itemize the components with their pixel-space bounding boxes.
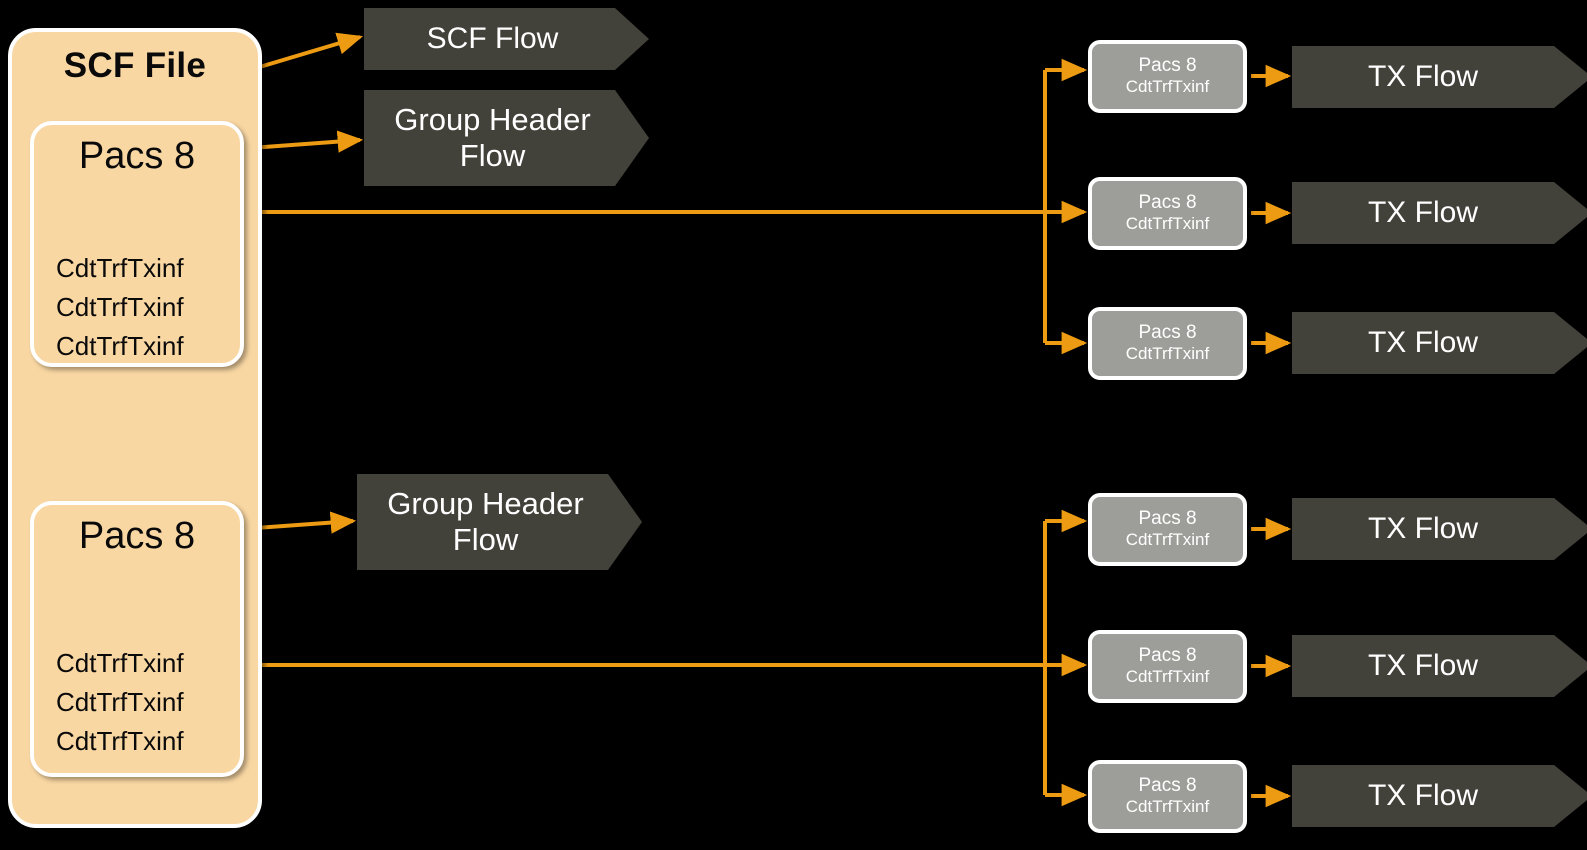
scf-flow-shape[interactable]: SCF Flow xyxy=(364,8,649,70)
pacs-node-g2-n2[interactable]: Pacs 8 CdtTrfTxinf xyxy=(1088,630,1247,703)
pacs-group-2-title: Pacs 8 xyxy=(78,515,196,557)
pacs-group-2[interactable]: Pacs 8 CdtTrfTxinf CdtTrfTxinf CdtTrfTxi… xyxy=(30,501,244,777)
pacs-group-1-transaction-list: CdtTrfTxinf CdtTrfTxinf CdtTrfTxinf xyxy=(56,249,184,366)
tx-flow-label: TX Flow xyxy=(1367,778,1478,812)
group-header-flow-2-shape[interactable]: Group Header Flow xyxy=(357,474,642,570)
pacs-node-title: Pacs 8 xyxy=(1138,774,1197,796)
pacs-group-1[interactable]: Pacs 8 CdtTrfTxinf CdtTrfTxinf CdtTrfTxi… xyxy=(30,121,244,367)
gh-flow-2-line2: Flow xyxy=(452,522,519,557)
transaction-item: CdtTrfTxinf xyxy=(56,292,184,322)
tx-flow-label: TX Flow xyxy=(1367,511,1478,545)
tx-flow-shape-6[interactable]: TX Flow xyxy=(1292,765,1587,827)
gh-flow-2-line1: Group Header xyxy=(387,486,584,522)
tx-flow-shape-1[interactable]: TX Flow xyxy=(1292,46,1587,108)
transaction-item: CdtTrfTxinf xyxy=(56,253,184,283)
transaction-item: CdtTrfTxinf xyxy=(56,648,184,678)
pacs-group-2-transaction-list: CdtTrfTxinf CdtTrfTxinf CdtTrfTxinf xyxy=(56,644,184,761)
pacs-node-title: Pacs 8 xyxy=(1138,644,1197,666)
transaction-item: CdtTrfTxinf xyxy=(56,331,184,361)
tx-flow-shape-3[interactable]: TX Flow xyxy=(1292,312,1587,374)
pacs-node-g1-n1[interactable]: Pacs 8 CdtTrfTxinf xyxy=(1088,40,1247,113)
scf-file-title: SCF File xyxy=(63,46,207,85)
pacs-node-subtitle: CdtTrfTxinf xyxy=(1125,76,1210,96)
transaction-item: CdtTrfTxinf xyxy=(56,687,184,717)
tx-flow-label: TX Flow xyxy=(1367,59,1478,93)
scf-file-panel[interactable]: SCF File Pacs 8 CdtTrfTxinf CdtTrfTxinf … xyxy=(8,28,262,828)
pacs-node-subtitle: CdtTrfTxinf xyxy=(1125,666,1210,686)
tx-flow-shape-2[interactable]: TX Flow xyxy=(1292,182,1587,244)
pacs-node-subtitle: CdtTrfTxinf xyxy=(1125,213,1210,233)
pacs-node-subtitle: CdtTrfTxinf xyxy=(1125,343,1210,363)
pacs-node-title: Pacs 8 xyxy=(1138,321,1197,343)
pacs-node-subtitle: CdtTrfTxinf xyxy=(1125,796,1210,816)
pacs-node-g2-n1[interactable]: Pacs 8 CdtTrfTxinf xyxy=(1088,493,1247,566)
scf-flow-label: SCF Flow xyxy=(426,21,559,55)
tx-flow-shape-5[interactable]: TX Flow xyxy=(1292,635,1587,697)
pacs-node-subtitle: CdtTrfTxinf xyxy=(1125,529,1210,549)
tx-flow-label: TX Flow xyxy=(1367,195,1478,229)
pacs-node-title: Pacs 8 xyxy=(1138,191,1197,213)
pacs-node-g2-n3[interactable]: Pacs 8 CdtTrfTxinf xyxy=(1088,760,1247,833)
tx-flow-label: TX Flow xyxy=(1367,325,1478,359)
pacs-node-g1-n2[interactable]: Pacs 8 CdtTrfTxinf xyxy=(1088,177,1247,250)
gh-flow-1-line2: Flow xyxy=(459,138,526,173)
pacs-node-title: Pacs 8 xyxy=(1138,507,1197,529)
pacs-group-1-title: Pacs 8 xyxy=(78,135,196,177)
tx-flow-label: TX Flow xyxy=(1367,648,1478,682)
tx-flow-shape-4[interactable]: TX Flow xyxy=(1292,498,1587,560)
pacs-node-g1-n3[interactable]: Pacs 8 CdtTrfTxinf xyxy=(1088,307,1247,380)
transaction-item: CdtTrfTxinf xyxy=(56,726,184,756)
gh-flow-1-line1: Group Header xyxy=(394,102,591,138)
group-header-flow-1-shape[interactable]: Group Header Flow xyxy=(364,90,649,186)
pacs-node-title: Pacs 8 xyxy=(1138,54,1197,76)
group-header-flow-1-label: Group Header Flow xyxy=(388,102,624,174)
group-header-flow-2-label: Group Header Flow xyxy=(381,486,617,558)
